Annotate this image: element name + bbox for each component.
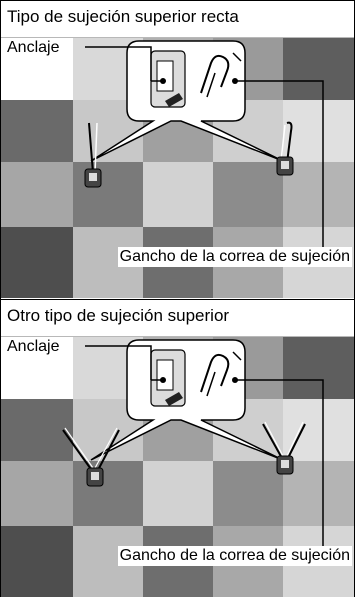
panel-title: Otro tipo de sujeción superior [7,306,230,325]
panel-straight-tether: Tipo de sujeción superior recta Anclaje … [1,1,354,298]
panel-title: Tipo de sujeción superior recta [7,7,239,26]
tether-hook-label: Gancho de la correa de sujeción [117,546,352,566]
tether-hook-label: Gancho de la correa de sujeción [117,247,352,267]
illustration-straight-tether [1,1,354,298]
anchor-label: Anclaje [5,337,62,357]
anchor-label: Anclaje [5,38,62,58]
panel-other-tether: Otro tipo de sujeción superior Anclaje G… [1,299,354,597]
